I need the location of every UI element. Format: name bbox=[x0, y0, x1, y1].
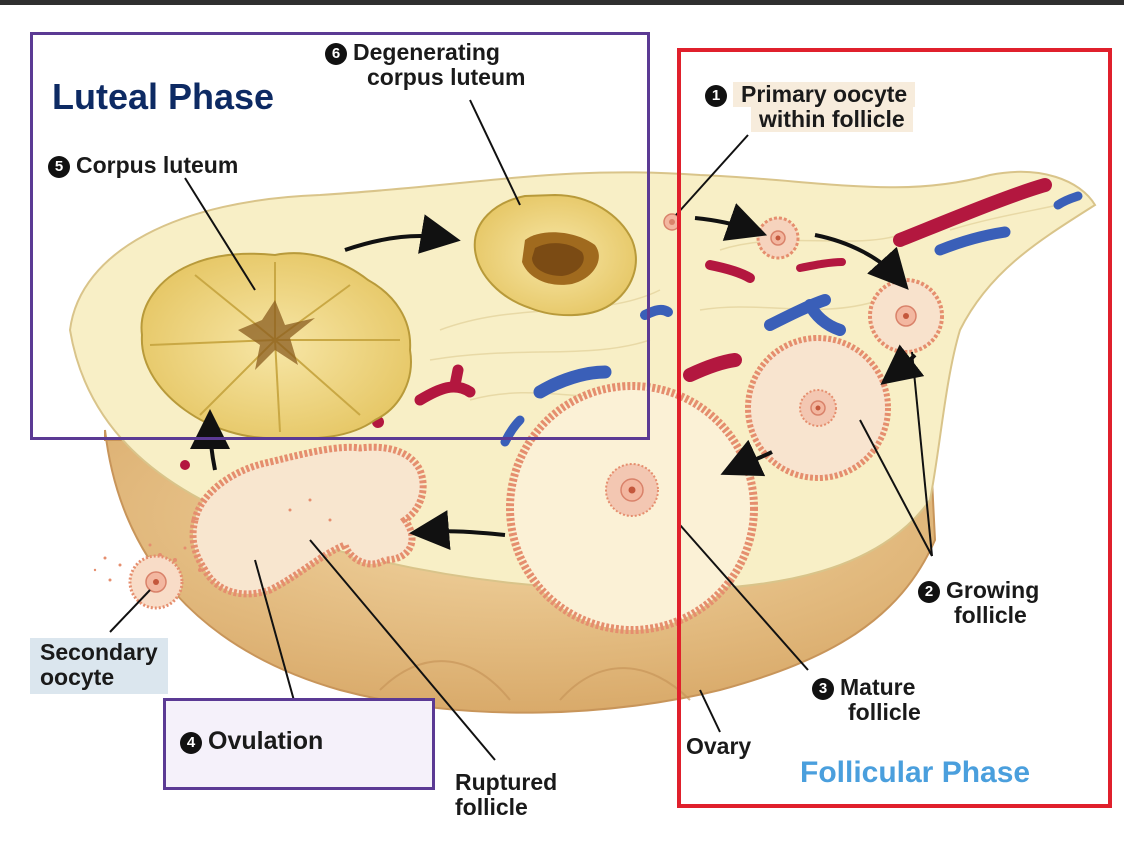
label-mature-line2: follicle bbox=[848, 699, 921, 725]
label-ruptured-line1: Ruptured bbox=[455, 769, 558, 795]
label-ruptured-line2: follicle bbox=[455, 794, 528, 820]
artery-2 bbox=[705, 260, 755, 283]
arrow-3-to-ruptured bbox=[409, 510, 506, 551]
growing-follicle-large bbox=[745, 335, 891, 481]
label-ovary: Ovary bbox=[686, 733, 752, 759]
artery-1 bbox=[893, 178, 1052, 247]
label-primary-oocyte-line1: Primary oocyte bbox=[733, 82, 916, 107]
corpus-luteum-drawing bbox=[140, 252, 412, 440]
ovulation-box bbox=[163, 698, 435, 790]
top-bar bbox=[0, 0, 1124, 5]
label-primary-oocyte: 1 Primary oocyte within follicle bbox=[705, 82, 916, 132]
step-4-badge: 4 bbox=[180, 732, 202, 754]
arrow-ruptured-to-5 bbox=[190, 409, 231, 471]
leader-lines bbox=[109, 99, 933, 761]
leader-primary-oocyte bbox=[675, 134, 749, 216]
leader-ruptured bbox=[309, 539, 496, 761]
arrow-2a-to-2b bbox=[814, 233, 909, 290]
step-2-badge: 2 bbox=[918, 581, 940, 603]
label-corpus-luteum-text: Corpus luteum bbox=[76, 152, 239, 178]
leader-growing-1 bbox=[911, 351, 933, 557]
label-degenerating-line1: Degenerating bbox=[353, 39, 500, 65]
arrow-1-to-2a bbox=[694, 203, 768, 241]
label-growing-line1: Growing bbox=[946, 577, 1040, 603]
ovulation-particles bbox=[93, 498, 332, 582]
leader-ovulation bbox=[254, 559, 299, 716]
label-ruptured-follicle: Ruptured follicle bbox=[455, 770, 557, 820]
label-degenerating: 6 Degenerating corpus luteum bbox=[325, 40, 525, 90]
label-secondary-oocyte: Secondary oocyte bbox=[30, 638, 168, 694]
follicular-phase-box bbox=[677, 48, 1112, 808]
leader-secondary-oocyte bbox=[109, 589, 151, 633]
leader-ovary bbox=[699, 689, 721, 733]
artery-3 bbox=[796, 258, 846, 272]
step-6-badge: 6 bbox=[325, 43, 347, 65]
label-mature-follicle: 3 Mature follicle bbox=[812, 675, 921, 725]
luteal-phase-box bbox=[30, 32, 650, 440]
blood-vessels bbox=[180, 178, 1083, 470]
label-growing-follicle: 2 Growing follicle bbox=[918, 578, 1039, 628]
label-secondary-line1: Secondary bbox=[40, 639, 158, 665]
step-3-badge: 3 bbox=[812, 678, 834, 700]
leader-degenerating bbox=[469, 99, 521, 206]
leader-growing-2 bbox=[859, 419, 933, 557]
step-5-badge: 5 bbox=[48, 156, 70, 178]
leader-corpus-luteum bbox=[184, 177, 256, 291]
mature-follicle-drawing bbox=[506, 382, 758, 634]
ovary-lobe-1 bbox=[379, 660, 511, 701]
step-1-badge: 1 bbox=[705, 85, 727, 107]
label-ovulation: 4 Ovulation bbox=[180, 729, 323, 754]
label-corpus-luteum: 5 Corpus luteum bbox=[48, 153, 238, 178]
luteal-phase-title: Luteal Phase bbox=[52, 76, 275, 117]
degenerating-corpus-luteum-drawing bbox=[473, 193, 637, 317]
label-secondary-line2: oocyte bbox=[40, 664, 115, 690]
vein-4 bbox=[533, 365, 612, 399]
label-mature-line1: Mature bbox=[840, 674, 916, 700]
vein-1 bbox=[934, 226, 1011, 256]
luteal-title-backdrop bbox=[36, 60, 326, 136]
label-degenerating-line2: corpus luteum bbox=[367, 64, 526, 90]
follicular-phase-title: Follicular Phase bbox=[800, 756, 1031, 789]
label-primary-oocyte-line2: within follicle bbox=[751, 107, 913, 132]
ovary-lobe-2 bbox=[559, 667, 691, 701]
artery-dot-2 bbox=[180, 460, 190, 470]
leader-mature bbox=[679, 524, 809, 671]
label-growing-line2: follicle bbox=[954, 602, 1027, 628]
label-ovulation-text: Ovulation bbox=[208, 727, 324, 755]
arrow-2c-to-3 bbox=[720, 439, 773, 477]
vein-3 bbox=[764, 294, 846, 336]
secondary-oocyte-drawing bbox=[128, 554, 184, 610]
arrow-5-to-6 bbox=[344, 214, 461, 254]
vein-2 bbox=[1053, 191, 1083, 210]
artery-5 bbox=[414, 364, 476, 406]
artery-4 bbox=[683, 353, 742, 382]
